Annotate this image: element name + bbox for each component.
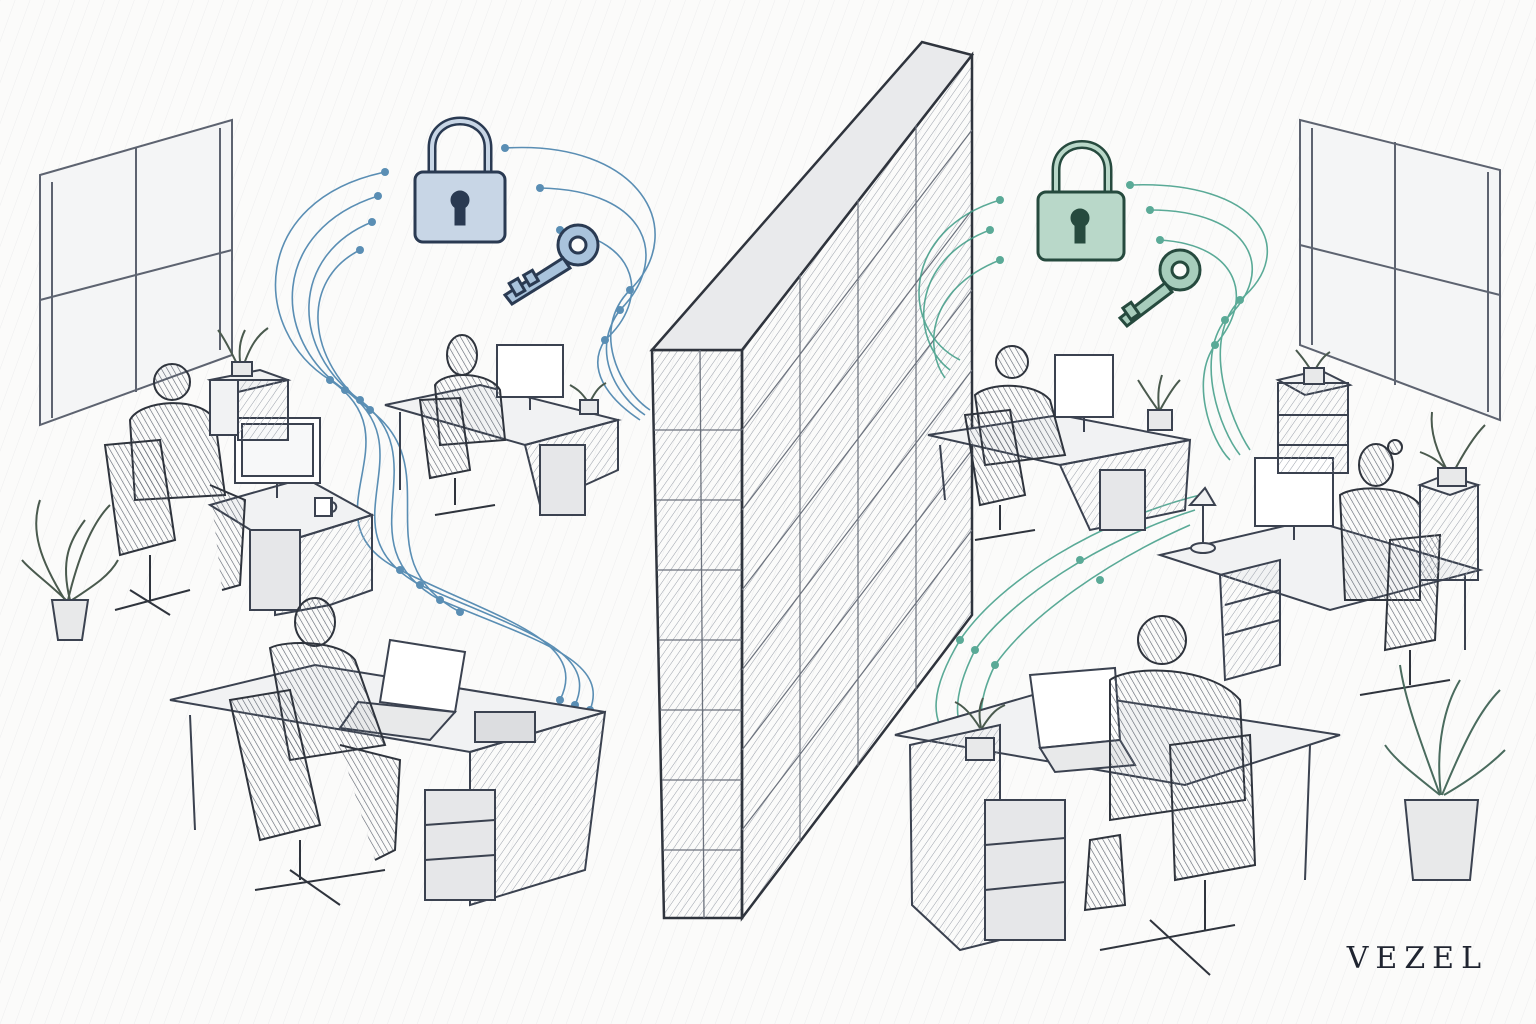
plant-right-cabinet (1419, 411, 1486, 487)
left-data-streams (274, 144, 656, 714)
plant-right-desk-middle (1137, 374, 1181, 431)
plant-right-laptop-desk (954, 697, 1006, 761)
chair-left-lower (228, 688, 386, 906)
coffee-mug (314, 497, 338, 517)
desk-lamp (1187, 486, 1217, 554)
chair-right-lower (1099, 733, 1257, 976)
plant-right-shelf (1295, 349, 1331, 385)
chair-right-middle (963, 408, 1036, 541)
bookshelf-right (1275, 368, 1353, 474)
right-padlock-icon (1036, 140, 1126, 262)
plant-left-desk (569, 382, 607, 415)
chair-left-upper (103, 438, 191, 616)
right-window (1299, 118, 1501, 422)
cabinet-left (206, 368, 292, 441)
left-padlock-icon (413, 116, 507, 244)
right-key-icon (1117, 248, 1202, 329)
plant-left-floor (21, 499, 119, 641)
center-wall (649, 40, 975, 922)
cabinet-right (1417, 473, 1482, 581)
plant-right-floor (1384, 664, 1506, 881)
brand-logo-text: VEZEL (1346, 941, 1488, 976)
plant-left-cabinet (217, 327, 269, 377)
left-key-icon (502, 223, 600, 306)
chair-left-middle (418, 396, 496, 516)
person-man-left (128, 363, 247, 591)
